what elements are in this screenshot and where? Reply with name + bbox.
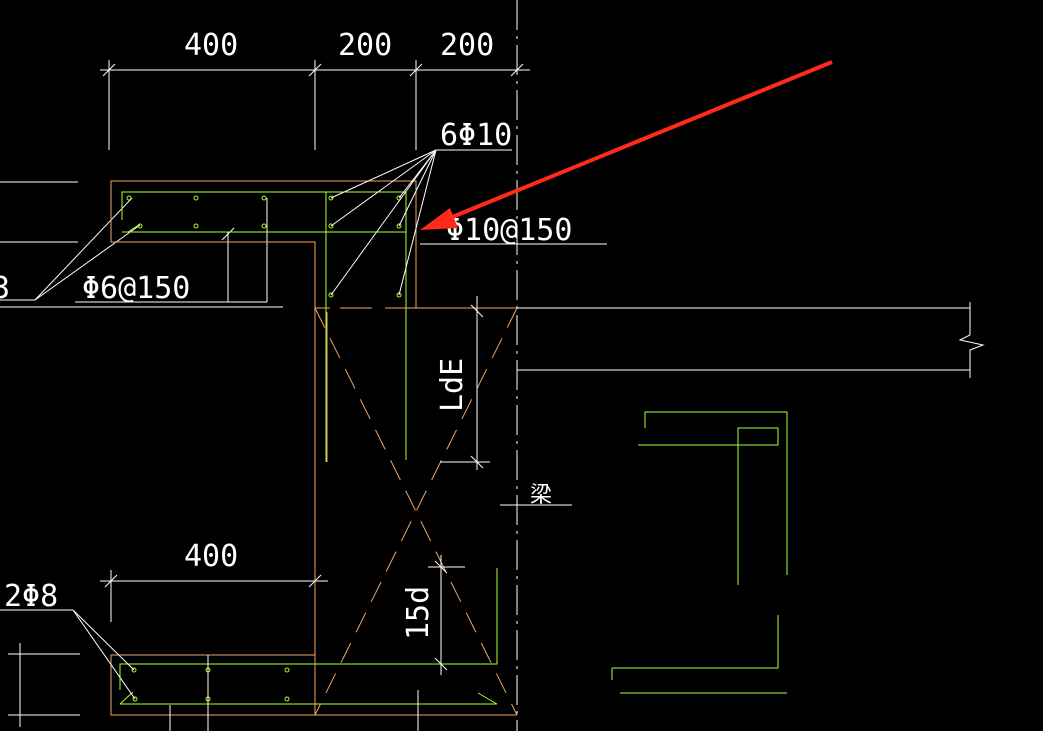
hook-dimension (428, 555, 465, 675)
stirrup-right-label: Φ10@150 (446, 213, 572, 248)
bottom-dimension (0, 570, 419, 731)
dim-top-1: 400 (184, 28, 238, 63)
top-bars-label: 6Φ10 (440, 118, 512, 153)
beam-label: 梁 (530, 483, 552, 508)
anchorage-dimension (440, 296, 490, 470)
stirrup-detail (611, 411, 788, 694)
hook-label: 15d (401, 586, 436, 640)
stirrup-left-label: Φ6@150 (82, 271, 190, 306)
red-arrow-annotation (420, 60, 833, 230)
beam (517, 302, 985, 378)
dim-top-3: 200 (440, 28, 494, 63)
bottom-bars-label: 2Φ8 (4, 579, 58, 614)
dim-top-2: 200 (338, 28, 392, 63)
top-dimension (100, 60, 530, 150)
slab-lines (0, 181, 283, 308)
concrete-outline (110, 180, 518, 716)
anchorage-label: LdE (435, 358, 470, 412)
rebar (119, 191, 498, 705)
bottom-dim-label: 400 (184, 539, 238, 574)
top-bars-leaders (330, 149, 607, 296)
cut-label: 3 (0, 271, 10, 306)
